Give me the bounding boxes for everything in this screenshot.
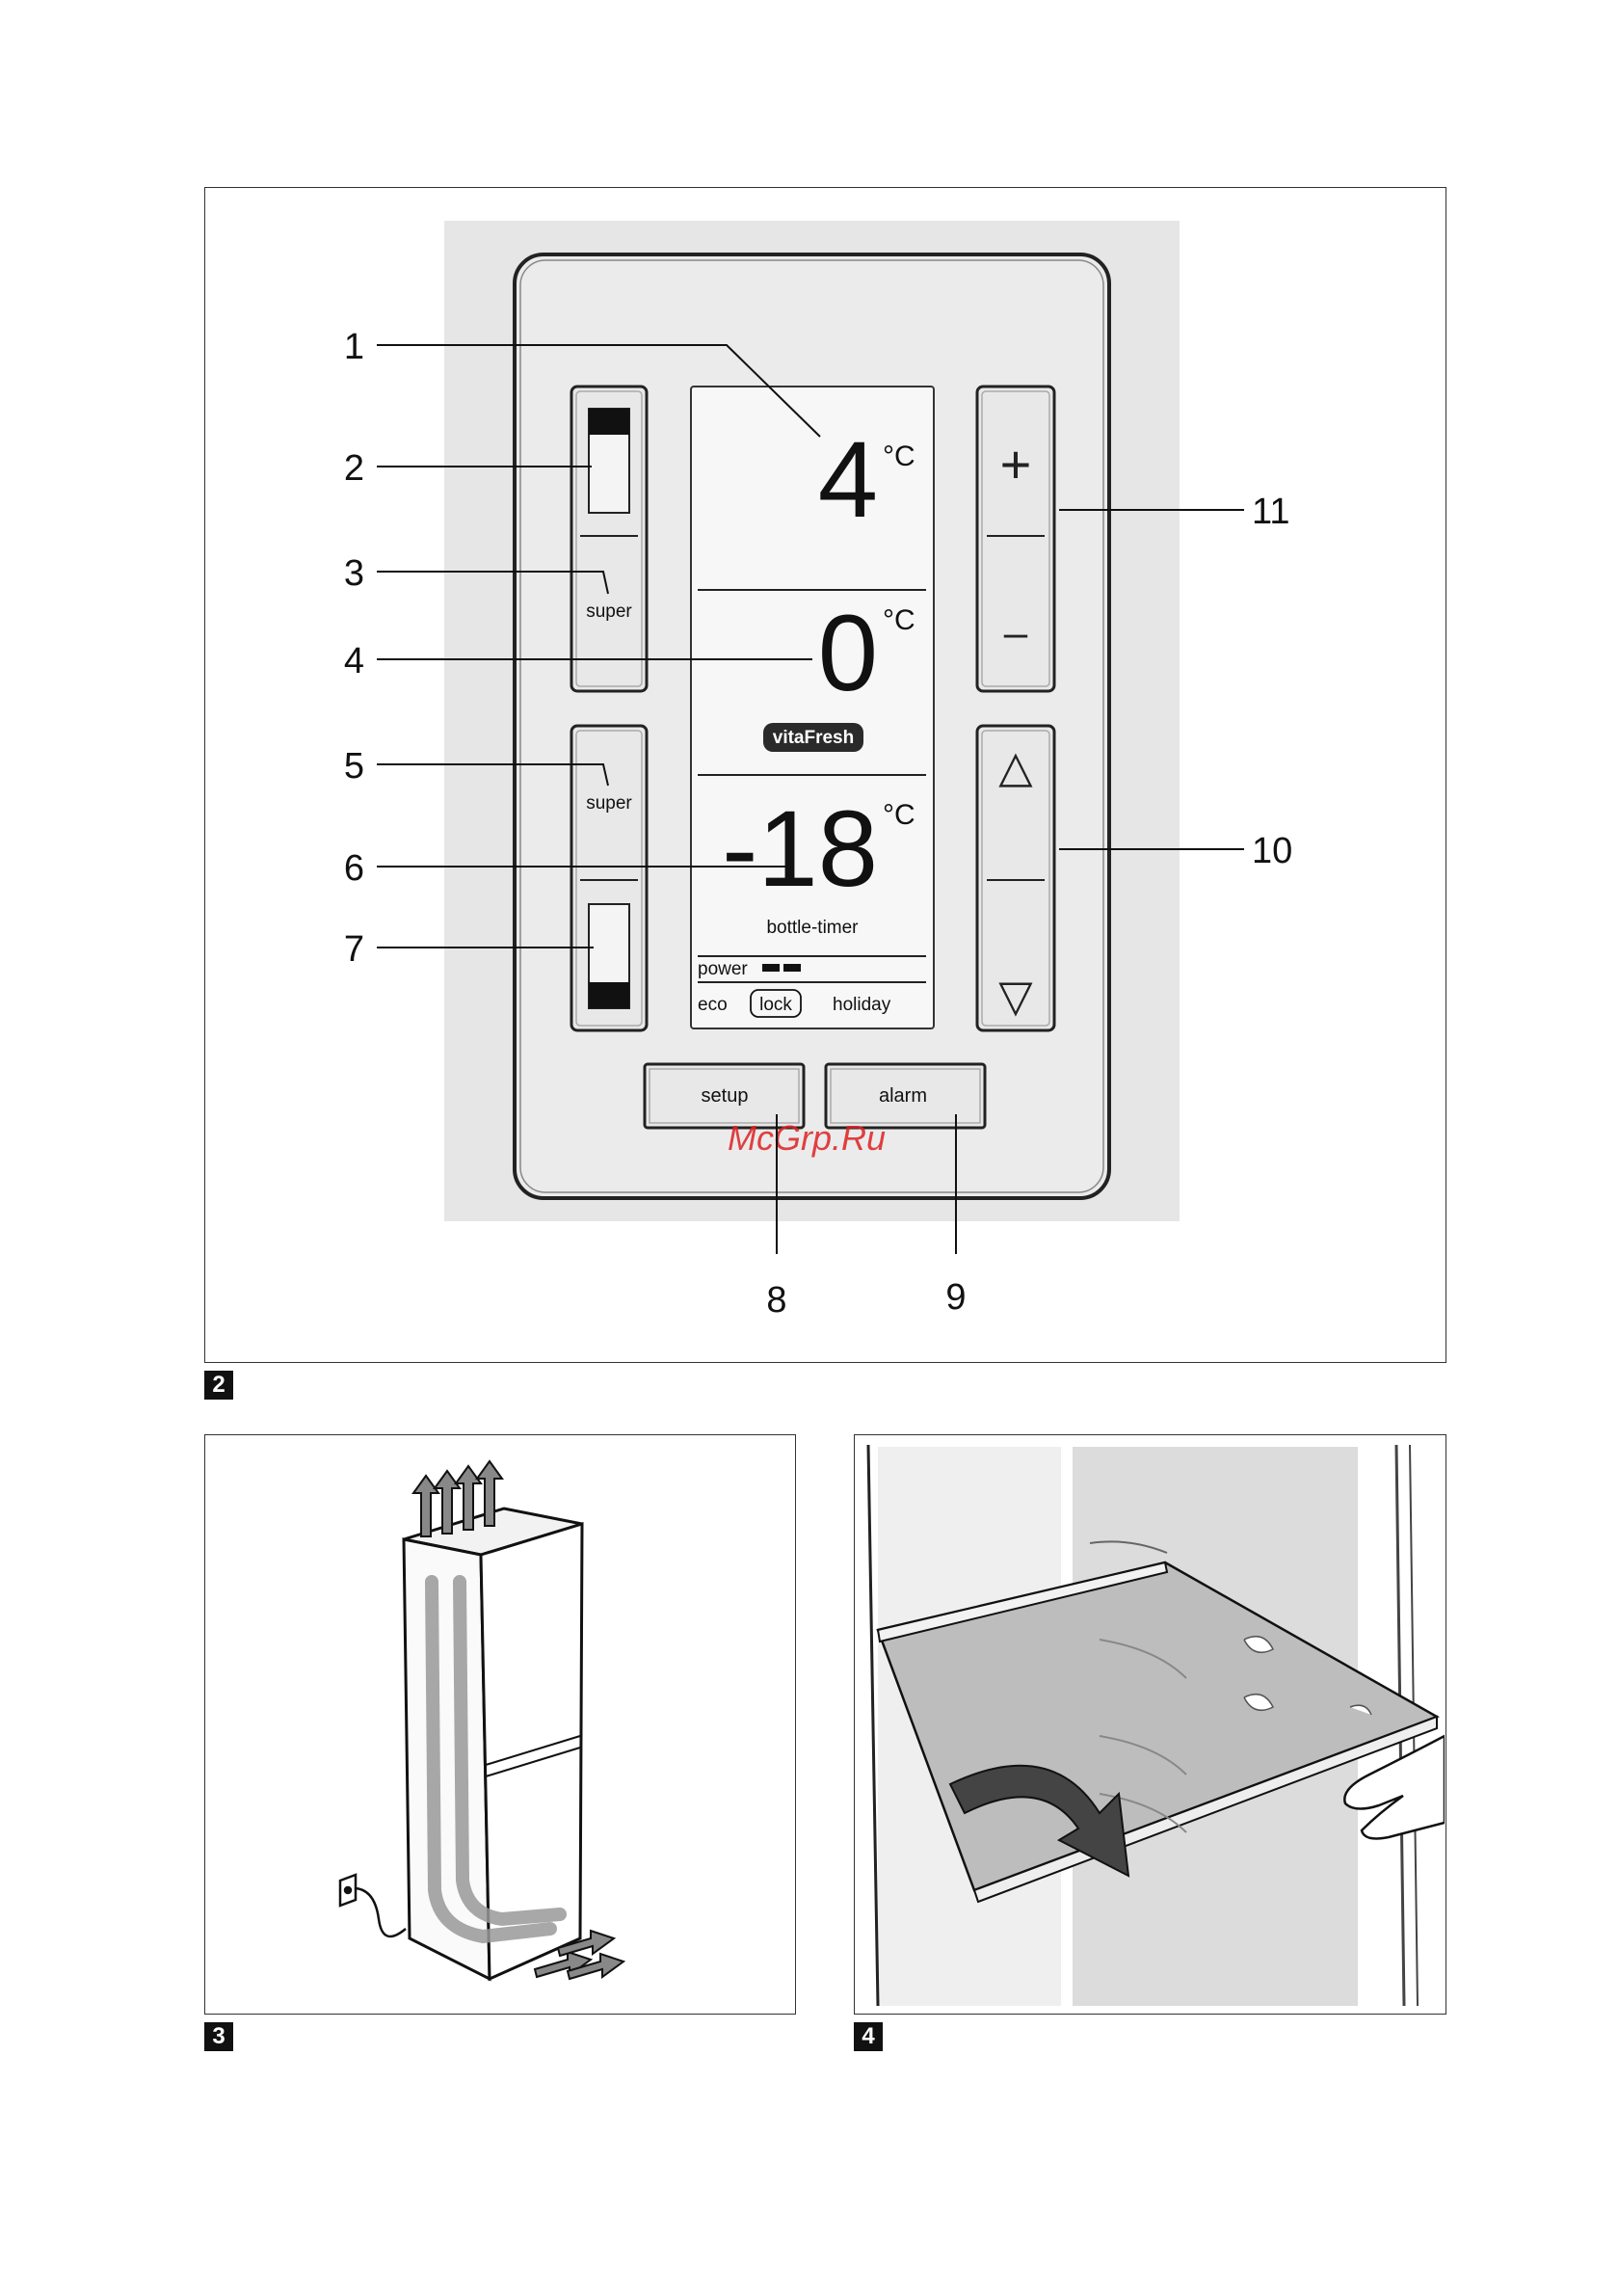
callout-5: 5 bbox=[344, 746, 364, 787]
eco-label: eco bbox=[698, 995, 728, 1015]
power-bar-1 bbox=[762, 964, 780, 972]
temp-plus-minus-button[interactable]: + – bbox=[977, 387, 1054, 691]
power-socket-icon bbox=[340, 1875, 406, 1936]
super-freezer-label: super bbox=[586, 793, 632, 814]
fridge-temp-display: 4 bbox=[818, 419, 878, 540]
power-label: power bbox=[698, 959, 748, 979]
callout-3: 3 bbox=[344, 553, 364, 594]
callout-1: 1 bbox=[344, 327, 364, 367]
callout-8: 8 bbox=[766, 1280, 786, 1321]
super-fridge-label: super bbox=[586, 601, 632, 622]
control-panel-diagram: super super 4 °C 0 °C vitaFresh bbox=[205, 188, 1445, 1361]
figure-3-number: 3 bbox=[204, 2022, 233, 2051]
up-arrow-icon: △ bbox=[998, 741, 1033, 791]
figure-3-frame bbox=[204, 1434, 796, 2015]
figure-4-number: 4 bbox=[854, 2022, 883, 2051]
alarm-label: alarm bbox=[879, 1085, 927, 1107]
figure-2-number: 2 bbox=[204, 1371, 233, 1400]
watermark: McGrp.Ru bbox=[728, 1118, 886, 1158]
shelf-removal-diagram bbox=[855, 1435, 1445, 2013]
fridge-temp-unit: °C bbox=[883, 441, 915, 472]
bottle-timer-label: bottle-timer bbox=[766, 918, 859, 938]
figure-4-frame bbox=[854, 1434, 1446, 2015]
power-bar-2 bbox=[783, 964, 801, 972]
vitafresh-temp-display: 0 bbox=[818, 593, 878, 713]
freezer-temp-unit: °C bbox=[883, 799, 915, 831]
setup-label: setup bbox=[702, 1085, 749, 1107]
figure-2-frame: super super 4 °C 0 °C vitaFresh bbox=[204, 187, 1446, 1363]
callout-6: 6 bbox=[344, 848, 364, 889]
plus-symbol: + bbox=[1000, 434, 1032, 494]
ventilation-diagram bbox=[205, 1435, 794, 2013]
minus-symbol: – bbox=[1004, 609, 1028, 656]
callout-9: 9 bbox=[945, 1277, 966, 1318]
callout-4: 4 bbox=[344, 641, 364, 681]
callout-2: 2 bbox=[344, 448, 364, 489]
freezer-level-indicator bbox=[589, 904, 629, 1008]
vitafresh-badge: vitaFresh bbox=[763, 723, 863, 752]
down-arrow-icon: ▽ bbox=[998, 971, 1033, 1021]
vitafresh-temp-unit: °C bbox=[883, 604, 915, 636]
callout-7: 7 bbox=[344, 929, 364, 970]
lock-label: lock bbox=[759, 995, 792, 1015]
callout-10: 10 bbox=[1252, 831, 1292, 871]
vitafresh-badge-label: vitaFresh bbox=[773, 728, 854, 748]
temp-up-down-button[interactable]: △ ▽ bbox=[977, 726, 1054, 1030]
fridge-level-indicator bbox=[589, 409, 629, 513]
freezer-temp-display: -18 bbox=[722, 788, 878, 909]
holiday-label: holiday bbox=[833, 995, 891, 1015]
callout-11: 11 bbox=[1252, 492, 1289, 532]
